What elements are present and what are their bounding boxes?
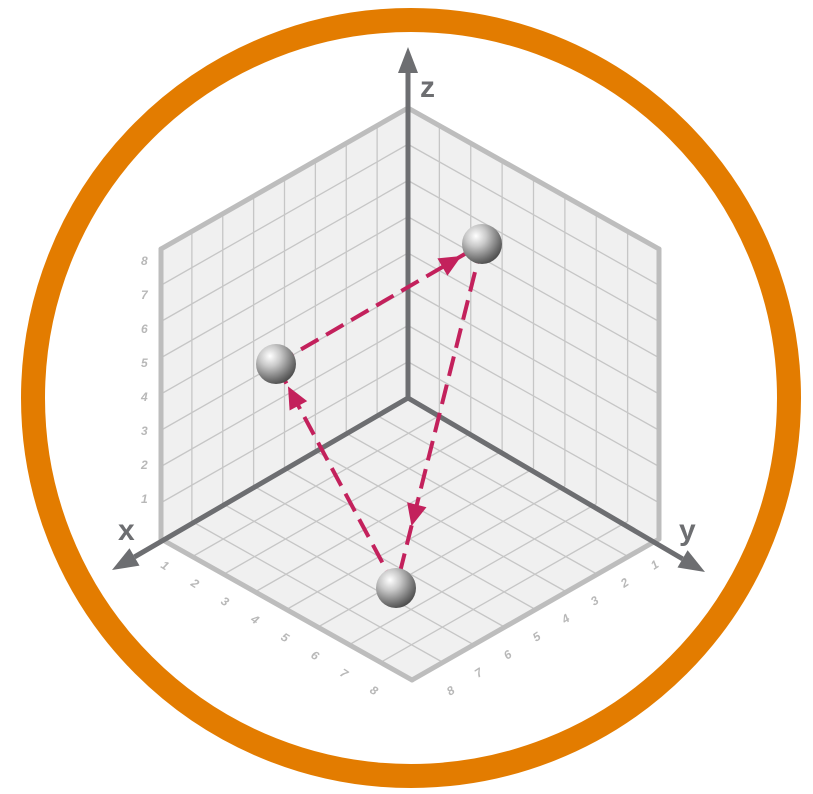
- frame-right-top-edge: [405, 105, 662, 252]
- x-tick-7: 7: [337, 666, 351, 682]
- y-tick-3: 3: [588, 593, 601, 609]
- y-tick-4: 4: [558, 611, 572, 627]
- z-tick-2: 2: [140, 458, 148, 472]
- yz-wall-grid-horizontal: [407, 216, 660, 359]
- y-axis-line: [406, 395, 684, 562]
- floor-grid-line-b: [317, 485, 566, 628]
- point-path: [274, 242, 484, 589]
- xz-wall-grid-horizontal: [160, 252, 409, 395]
- outer-ring: [21, 8, 801, 788]
- x-tick-5: 5: [278, 630, 291, 646]
- grid-frame: [158, 105, 662, 683]
- yz-wall-grid-horizontal: [407, 252, 660, 395]
- y-axis-label: y: [679, 514, 696, 547]
- z-tick-7: 7: [141, 288, 149, 302]
- x-axis-line: [133, 395, 410, 560]
- z-tick-5: 5: [141, 356, 148, 370]
- y-tick-8: 8: [444, 683, 457, 699]
- x-tick-3: 3: [218, 594, 231, 610]
- xz-wall-grid-horizontal: [160, 179, 409, 323]
- floor-grid-line-b: [348, 503, 597, 646]
- yz-wall-grid-horizontal: [407, 143, 660, 286]
- y-tick-5: 5: [530, 629, 543, 645]
- arrow-left-wall-to-right-wall: [437, 256, 462, 276]
- segment-left-wall-to-right-wall: [274, 242, 484, 366]
- xz-wall-grid-horizontal: [160, 143, 409, 286]
- z-tick-3: 3: [141, 424, 148, 438]
- z-tick-8: 8: [141, 254, 148, 268]
- z-tick-4: 4: [140, 390, 148, 404]
- floor-grid-line-a: [191, 520, 444, 663]
- x-axis-arrowhead: [112, 548, 140, 570]
- x-tick-8: 8: [367, 683, 380, 699]
- y-axis-arrowhead: [677, 550, 705, 572]
- frame-floor-right-edge: [409, 536, 662, 683]
- z-tick-1: 1: [141, 492, 148, 506]
- yz-wall-grid-horizontal: [407, 179, 660, 323]
- frame-left-top-edge: [158, 105, 411, 252]
- xz-wall-grid-horizontal: [160, 216, 409, 359]
- y-tick-1: 1: [648, 557, 661, 573]
- arrow-floor-to-left-wall: [288, 386, 308, 411]
- x-axis-label: x: [118, 514, 135, 547]
- x-tick-6: 6: [308, 648, 321, 664]
- point-floor: [376, 568, 416, 608]
- frame-floor-left-edge: [158, 536, 415, 683]
- segment-right-wall-to-floor: [394, 243, 484, 589]
- y-tick-7: 7: [472, 664, 486, 680]
- grid-lines: [160, 125, 660, 663]
- z-tick-6: 6: [141, 322, 148, 336]
- y-tick-2: 2: [617, 575, 631, 591]
- x-tick-2: 2: [188, 575, 202, 591]
- arrow-right-wall-to-floor: [407, 502, 427, 527]
- x-tick-4: 4: [248, 611, 262, 627]
- x-tick-1: 1: [158, 558, 171, 574]
- floor-grid-line-a: [222, 503, 475, 646]
- point-right-wall: [462, 224, 502, 264]
- z-axis-label: z: [420, 71, 435, 104]
- z-axis-arrowhead: [398, 47, 418, 73]
- y-tick-6: 6: [501, 647, 514, 663]
- z-tick-labels: 1 2 3 4 5 6 7 8: [140, 254, 149, 506]
- floor-grid-line-b: [380, 520, 628, 663]
- point-left-wall: [256, 344, 296, 384]
- axes-group: [112, 47, 705, 572]
